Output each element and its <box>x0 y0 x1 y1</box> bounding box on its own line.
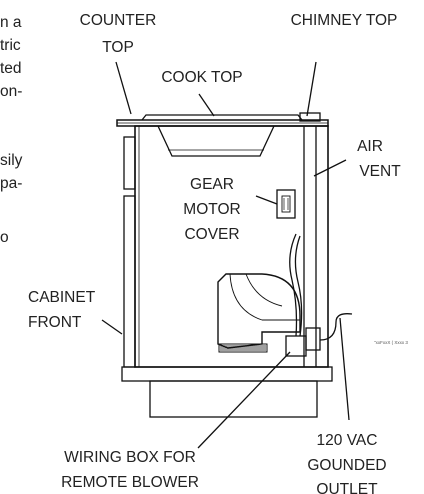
outlet-cord <box>319 313 353 341</box>
labels: COUNTER TOP CHIMNEY TOP COOK TOP AIR VEN… <box>28 12 408 494</box>
label-outlet-line1: 120 VAC <box>317 432 378 449</box>
paragraph-fragment: tric <box>0 37 21 54</box>
gear-motor-cover <box>276 189 296 219</box>
cabinet-body <box>134 125 329 368</box>
label-outlet-line2: GOUNDED <box>307 457 386 474</box>
label-counter-top-line2: TOP <box>102 39 134 56</box>
label-wiring-box-line1: WIRING BOX FOR <box>64 449 196 466</box>
leader-outlet <box>339 317 350 421</box>
leader-cook-top <box>198 93 215 117</box>
label-air-vent-line2: VENT <box>359 163 401 180</box>
label-wiring-box-line2: REMOTE BLOWER <box>61 474 199 491</box>
cropped-paragraph: n a tric ted on- sily pa- o <box>0 14 23 246</box>
label-gear-motor-cover-line1: GEAR <box>190 176 234 193</box>
leader-cabinet-front <box>101 319 123 335</box>
paragraph-fragment: on- <box>0 83 22 100</box>
label-counter-top-line1: COUNTER <box>80 12 157 29</box>
leader-gear-motor <box>255 195 278 205</box>
chimney-top <box>299 112 321 122</box>
paragraph-fragment: pa- <box>0 175 22 192</box>
leader-air-vent <box>313 159 347 177</box>
cabinet-front-panel-upper <box>123 136 136 190</box>
label-gear-motor-cover-line2: MOTOR <box>183 201 240 218</box>
leader-wiring-box <box>197 351 291 449</box>
label-outlet-line3: OUTLET <box>316 481 378 494</box>
leader-lines <box>101 61 350 449</box>
blower-duct <box>217 273 301 353</box>
paragraph-fragment: sily <box>0 152 23 169</box>
label-chimney-top: CHIMNEY TOP <box>291 12 398 29</box>
label-cook-top: COOK TOP <box>161 69 242 86</box>
cabinet-pedestal <box>149 380 318 418</box>
outlet-box <box>305 327 321 351</box>
leader-counter-top <box>115 61 132 115</box>
figure-code: "xxFxxX ( Xxxx 3 <box>374 340 408 345</box>
cabinet-base <box>121 366 333 382</box>
cabinet-front-panel-lower <box>123 195 136 368</box>
paragraph-fragment: ted <box>0 60 22 77</box>
paragraph-fragment: n a <box>0 14 22 31</box>
power-cable-2 <box>294 235 303 337</box>
leader-chimney-top <box>306 61 317 117</box>
label-cabinet-front-line2: FRONT <box>28 314 82 331</box>
blower-duct-grille <box>220 345 266 351</box>
cook-top-burner-recess <box>157 125 275 157</box>
label-air-vent-line1: AIR <box>357 138 383 155</box>
paragraph-fragment: o <box>0 229 9 246</box>
label-cabinet-front-line1: CABINET <box>28 289 96 306</box>
power-cable <box>289 233 298 337</box>
label-gear-motor-cover-line3: COVER <box>184 226 239 243</box>
